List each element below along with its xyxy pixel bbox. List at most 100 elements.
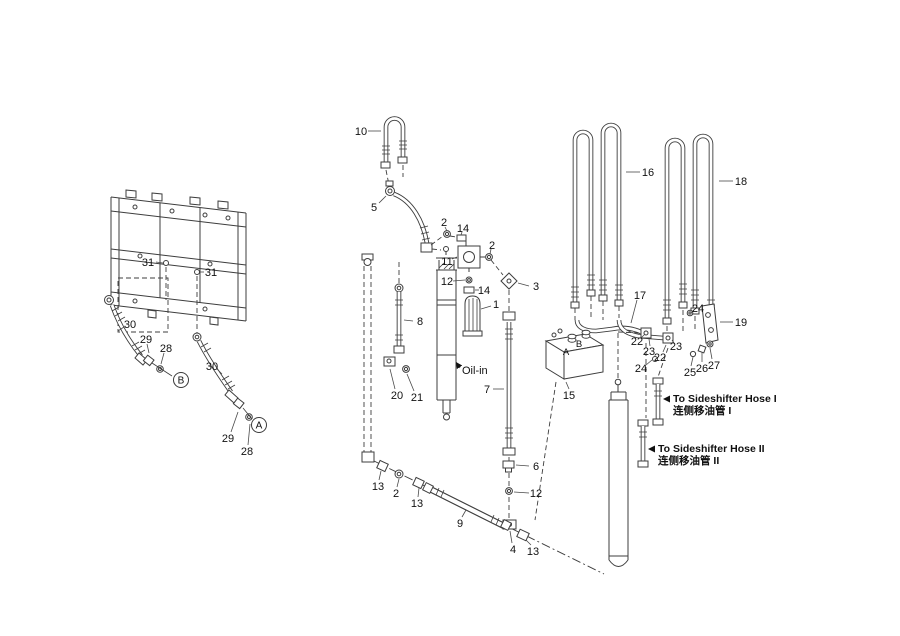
callout-20: 20 [391,390,403,402]
callout-13: 13 [527,546,539,558]
sideshifter-1-arrow [663,395,670,403]
nut-13 [516,528,530,542]
leader-line [452,279,466,282]
leader-line [117,326,125,332]
leader-line [525,539,532,546]
leader-line [461,509,467,518]
fitting-31-right [194,269,200,275]
centerline [373,460,605,575]
callout-17: 17 [634,290,646,302]
leader-line [509,530,513,544]
sideshifter-hose-2-label-zh: 连侧移油管 II [658,454,719,467]
leader-line [444,226,448,232]
callout-2: 2 [393,488,399,500]
leader-line [648,338,651,347]
leader-line [451,256,458,260]
leader-line [230,411,239,433]
left-hose-group [104,295,253,421]
fitting-31-left [163,260,169,266]
callout-28: 28 [241,446,253,458]
leader-line [378,470,382,481]
callout-2: 2 [441,217,447,229]
leader-line [155,261,164,264]
leader-line [515,464,530,467]
sideshifter-hose-1-label-zh: 连侧移油管 I [673,404,731,417]
leader-line [396,478,400,488]
leader-line [513,491,530,494]
nut-26 [697,344,707,354]
sideshifter-2-arrow [648,445,655,453]
callout-13: 13 [372,481,384,493]
circled-callout-B: B [178,376,185,387]
oil-in-label: Oil-in [462,365,488,377]
frame-top-tabs [125,189,229,210]
circled-callout-ring-A [251,417,267,433]
callout-14: 14 [478,285,490,297]
callout-3: 3 [533,281,539,293]
callout-9: 9 [457,518,463,530]
tube-17 [574,319,664,341]
bracket-19 [701,303,719,344]
callout-14: 14 [457,223,469,235]
callout-30: 30 [206,361,218,373]
lift-cylinder [436,246,457,421]
leader-line [640,333,646,339]
leader-line [709,347,713,360]
leader-line [146,343,150,354]
elbow-fitting [420,242,433,253]
leader-line [160,352,165,365]
leader-line [517,282,530,287]
oil-in-arrow [455,361,463,370]
leader-line [460,231,463,236]
callout-23: 23 [643,346,655,358]
callout-25: 25 [684,367,696,379]
nut-29 [232,397,245,410]
callout-11: 11 [441,256,452,268]
callout-21: 21 [411,392,423,404]
leader-line [389,368,396,390]
hose-7-group [502,311,530,542]
hidden-panel-outline [117,277,169,333]
callout-24: 24 [692,303,704,315]
circled-callout-A: A [256,421,263,432]
callout-1: 1 [493,299,499,311]
callout-26: 26 [696,363,708,375]
port-letter-A: A [563,347,570,358]
port-letter-B: B [576,339,582,350]
nut-13 [376,459,389,473]
sideshifter-stub-2 [637,419,649,468]
valve-block-11 [457,245,481,269]
nut-13 [412,476,425,490]
leader-line [690,309,695,314]
callout-6: 6 [533,461,539,473]
manifold-15 [544,328,605,380]
circled-callout-ring-B [173,372,189,388]
elbow-fitting [361,451,375,463]
leader-line [662,344,667,353]
hose-16 [570,122,624,320]
washer-14 [456,234,467,242]
callout-2: 2 [489,240,495,252]
callout-19: 19 [735,317,747,329]
callout-7: 7 [484,384,490,396]
callout-31: 31 [205,267,217,279]
carriage-frame [110,189,247,334]
fitting-5-and-hose [385,180,442,253]
frame-bottom-hooks [147,309,219,326]
leader-line [630,299,638,324]
leader-line [489,248,492,255]
right-cylinder [608,331,641,567]
callout-30: 30 [124,319,136,331]
callout-12: 12 [441,276,453,288]
callout-23: 23 [670,341,682,353]
leader-line [671,339,675,344]
valve-11-group [430,230,518,337]
bottom-line-fittings [376,459,513,532]
callout-31: 31 [142,257,154,269]
bolt-24 [652,356,658,362]
callout-28: 28 [160,343,172,355]
callout-12: 12 [530,488,542,500]
